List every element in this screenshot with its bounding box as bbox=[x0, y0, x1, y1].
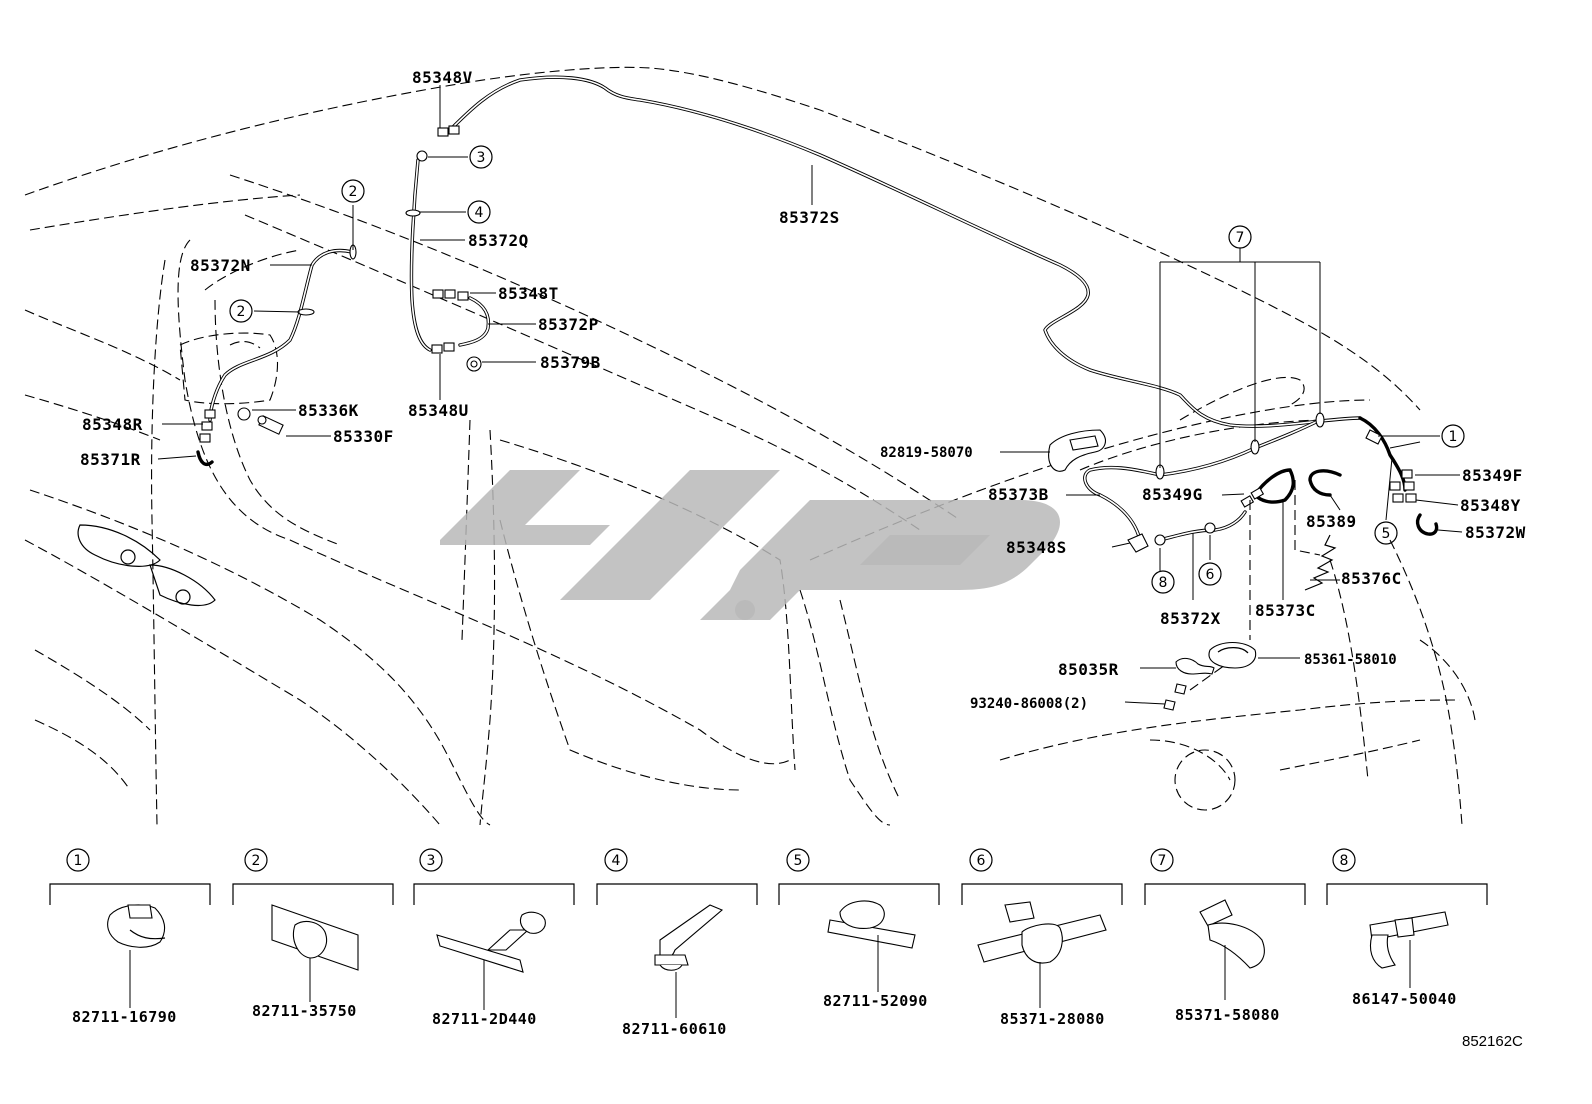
label-85379B: 85379B bbox=[540, 353, 601, 372]
svg-text:2: 2 bbox=[252, 853, 261, 869]
label-85372P: 85372P bbox=[538, 315, 599, 334]
watermark-logo bbox=[440, 470, 1060, 620]
legend-item-7: 7 85371-58080 bbox=[1144, 848, 1306, 1024]
svg-text:8: 8 bbox=[1340, 853, 1349, 869]
label-85330F: 85330F bbox=[333, 427, 394, 446]
leader-lines bbox=[157, 85, 1463, 705]
callouts: 3 4 2 2 7 1 5 8 6 bbox=[229, 145, 1465, 594]
clip-legend: 1 82711-16790 2 82711-35750 3 bbox=[49, 848, 1488, 1038]
label-85373B: 85373B bbox=[988, 485, 1049, 504]
label-85349G: 85349G bbox=[1142, 485, 1203, 504]
svg-text:82711-52090: 82711-52090 bbox=[823, 992, 928, 1010]
callout-5: 5 bbox=[1374, 521, 1398, 545]
svg-text:82711-16790: 82711-16790 bbox=[72, 1008, 177, 1026]
label-85348R: 85348R bbox=[82, 415, 143, 434]
legend-item-6: 6 85371-28080 bbox=[961, 848, 1123, 1028]
svg-text:82711-35750: 82711-35750 bbox=[252, 1002, 357, 1020]
callout-3: 3 bbox=[469, 145, 493, 169]
label-85348V: 85348V bbox=[412, 68, 473, 87]
label-85373C: 85373C bbox=[1255, 601, 1316, 620]
svg-text:3: 3 bbox=[477, 150, 486, 166]
label-85372X: 85372X bbox=[1160, 609, 1221, 628]
legend-item-4: 4 82711-60610 bbox=[596, 848, 758, 1038]
svg-text:1: 1 bbox=[74, 853, 83, 869]
svg-text:7: 7 bbox=[1158, 853, 1167, 869]
label-85348T: 85348T bbox=[498, 284, 559, 303]
label-85035R: 85035R bbox=[1058, 660, 1119, 679]
vehicle-outline bbox=[24, 66, 1476, 826]
callout-2-lower: 2 bbox=[229, 299, 253, 323]
label-85361-58010: 85361-58010 bbox=[1304, 652, 1397, 668]
legend-item-1: 1 82711-16790 bbox=[49, 848, 211, 1026]
svg-text:1: 1 bbox=[1449, 429, 1458, 445]
svg-text:6: 6 bbox=[1206, 567, 1215, 583]
label-82819-58070: 82819-58070 bbox=[880, 445, 973, 461]
svg-text:4: 4 bbox=[475, 205, 484, 221]
label-85376C: 85376C bbox=[1341, 569, 1402, 588]
svg-text:5: 5 bbox=[1382, 526, 1391, 542]
label-93240-86008: 93240-86008(2) bbox=[970, 696, 1088, 712]
svg-text:82711-60610: 82711-60610 bbox=[622, 1020, 727, 1038]
svg-text:3: 3 bbox=[427, 853, 436, 869]
legend-item-5: 5 82711-52090 bbox=[778, 848, 940, 1010]
svg-text:86147-50040: 86147-50040 bbox=[1352, 990, 1457, 1008]
svg-text:2: 2 bbox=[349, 184, 358, 200]
callout-6: 6 bbox=[1198, 562, 1222, 586]
label-85372S: 85372S bbox=[779, 208, 840, 227]
label-85348U: 85348U bbox=[408, 401, 469, 420]
label-85348S: 85348S bbox=[1006, 538, 1067, 557]
callout-2-upper: 2 bbox=[341, 179, 365, 203]
label-85389: 85389 bbox=[1306, 512, 1357, 531]
label-85372W: 85372W bbox=[1465, 523, 1526, 542]
legend-item-2: 2 82711-35750 bbox=[232, 848, 394, 1020]
svg-text:8: 8 bbox=[1159, 575, 1168, 591]
label-85348Y: 85348Y bbox=[1460, 496, 1521, 515]
svg-text:82711-2D440: 82711-2D440 bbox=[432, 1010, 537, 1028]
callout-7: 7 bbox=[1228, 225, 1252, 249]
connector-parts bbox=[196, 125, 1417, 711]
svg-text:85371-28080: 85371-28080 bbox=[1000, 1010, 1105, 1028]
callout-4: 4 bbox=[467, 200, 491, 224]
diagram-id: 852162C bbox=[1462, 1033, 1523, 1050]
part-labels: 85348V 85372S 85372Q 85372N 85348T 85372… bbox=[80, 68, 1526, 712]
callout-8: 8 bbox=[1151, 570, 1175, 594]
svg-text:2: 2 bbox=[237, 304, 246, 320]
svg-text:4: 4 bbox=[612, 853, 621, 869]
svg-text:5: 5 bbox=[794, 853, 803, 869]
svg-text:85371-58080: 85371-58080 bbox=[1175, 1006, 1280, 1024]
label-85371R: 85371R bbox=[80, 450, 141, 469]
label-85349F: 85349F bbox=[1462, 466, 1523, 485]
legend-item-3: 3 82711-2D440 bbox=[413, 848, 575, 1028]
label-85372Q: 85372Q bbox=[468, 231, 529, 250]
svg-text:7: 7 bbox=[1236, 230, 1245, 246]
svg-text:6: 6 bbox=[977, 853, 986, 869]
callout-1: 1 bbox=[1441, 424, 1465, 448]
label-85372N: 85372N bbox=[190, 256, 251, 275]
legend-item-8: 8 86147-50040 bbox=[1326, 848, 1488, 1008]
label-85336K: 85336K bbox=[298, 401, 359, 420]
